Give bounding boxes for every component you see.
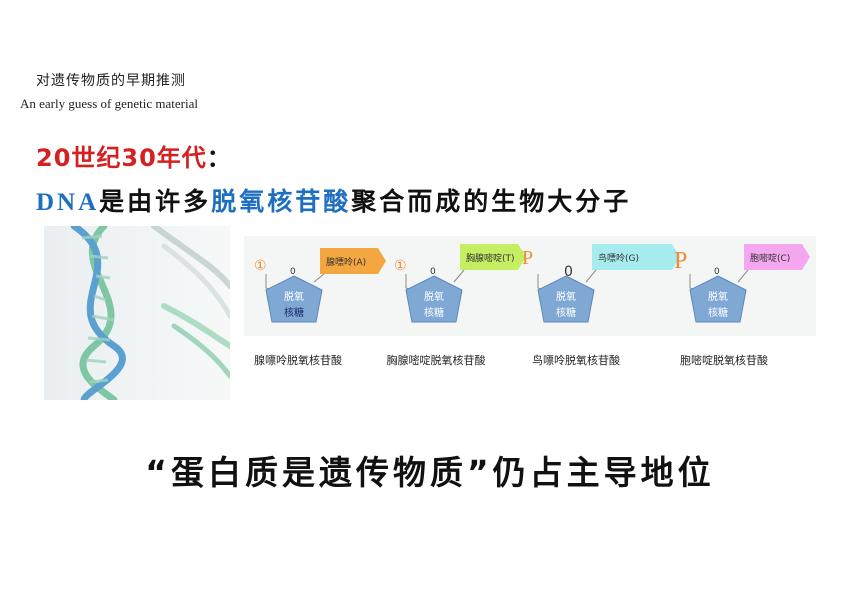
caption-cytosine: 胞嘧啶脱氧核苷酸 bbox=[680, 354, 768, 367]
caption-adenine: 腺嘌呤脱氧核苷酸 bbox=[254, 354, 342, 367]
base-bond-line bbox=[313, 273, 325, 283]
header-title-cn: 对遗传物质的早期推测 bbox=[36, 73, 186, 89]
dna-helix-image bbox=[44, 226, 230, 400]
dna-prefix: DNA bbox=[36, 189, 100, 216]
sugar-label-line2: 核糖 bbox=[424, 306, 444, 319]
phosphate-guanine: P bbox=[522, 247, 533, 269]
deoxyribose-pentagon bbox=[537, 275, 595, 323]
base-bond-line bbox=[453, 269, 465, 283]
era-label: 20世纪30年代 bbox=[36, 144, 207, 172]
base-label-thymine: 胸腺嘧啶(T) bbox=[466, 252, 515, 264]
phosphate-cytosine: P bbox=[674, 248, 687, 274]
statement-part2: 聚合而成的生物大分子 bbox=[351, 187, 632, 216]
ring-zero-label: 0 bbox=[430, 267, 436, 277]
deoxyribose-pentagon bbox=[689, 275, 747, 323]
base-label-adenine: 腺嘌呤(A) bbox=[326, 256, 366, 268]
caption-guanine: 鸟嘌呤脱氧核苷酸 bbox=[532, 354, 620, 367]
dna-statement: DNA是由许多脱氧核苷酸聚合而成的生物大分子 bbox=[36, 182, 631, 218]
sugar-label-line2: 核糖 bbox=[708, 306, 728, 319]
main-claim: “蛋白质是遗传物质”仍占主导地位 bbox=[145, 453, 715, 492]
statement-part1: 是由许多 bbox=[99, 187, 212, 216]
deoxyribose-pentagon bbox=[405, 275, 463, 323]
sugar-label-line1: 脱氧 bbox=[284, 290, 304, 303]
base-tag-adenine bbox=[320, 248, 386, 274]
era-colon: ： bbox=[206, 144, 232, 172]
caption-thymine: 胸腺嘧啶脱氧核苷酸 bbox=[386, 354, 486, 367]
phosphate-adenine: ① bbox=[254, 259, 267, 274]
header-title-en: An early guess of genetic material bbox=[20, 96, 198, 111]
base-tag-thymine bbox=[460, 244, 526, 270]
base-bond-line bbox=[737, 269, 749, 283]
base-tag-guanine bbox=[592, 244, 680, 270]
sugar-label-line2: 核糖 bbox=[556, 306, 576, 319]
ring-zero-label: 0 bbox=[714, 267, 720, 277]
sugar-label-line1: 脱氧 bbox=[708, 290, 728, 303]
ring-zero-label: 0 bbox=[564, 264, 573, 280]
base-tag-cytosine bbox=[744, 244, 810, 270]
base-label-guanine: 鸟嘌呤(G) bbox=[598, 252, 639, 264]
base-label-cytosine: 胞嘧啶(C) bbox=[750, 252, 790, 264]
base-bond-line bbox=[585, 269, 597, 283]
sugar-label-line2: 核糖 bbox=[284, 306, 304, 319]
sugar-label-line1: 脱氧 bbox=[556, 290, 576, 303]
phosphate-thymine: ① bbox=[394, 259, 407, 274]
ring-zero-label: 0 bbox=[290, 267, 296, 277]
statement-highlight: 脱氧核苷酸 bbox=[211, 187, 352, 216]
deoxyribose-pentagon bbox=[265, 275, 323, 323]
era-heading: 20世纪30年代： bbox=[36, 138, 232, 173]
sugar-label-line1: 脱氧 bbox=[424, 290, 444, 303]
